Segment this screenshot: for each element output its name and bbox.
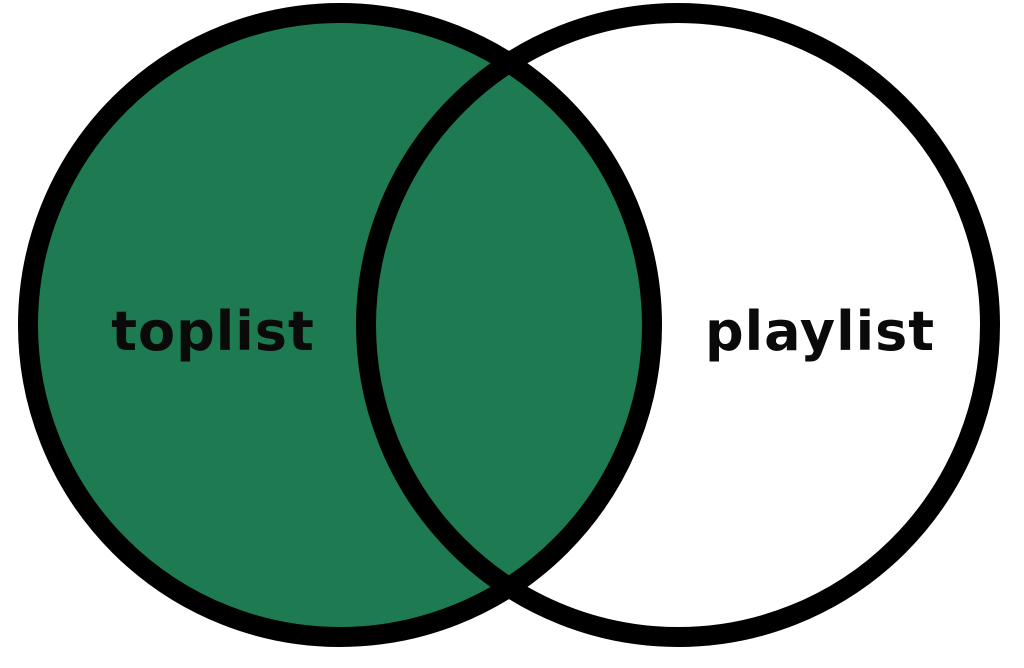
toplist-label: toplist	[111, 300, 315, 363]
toplist-circle	[18, 3, 662, 647]
toplist-circle-fill	[28, 13, 652, 637]
playlist-circle	[356, 3, 1000, 647]
playlist-label: playlist	[705, 300, 935, 363]
